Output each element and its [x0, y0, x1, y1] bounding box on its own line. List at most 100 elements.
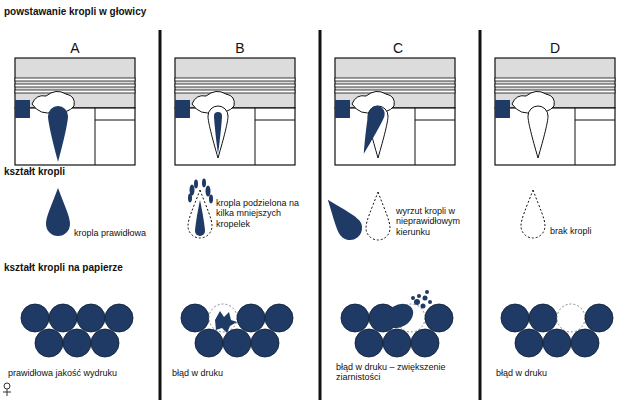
drop-caption: brak kropli [550, 226, 630, 236]
misplaced-dot [381, 299, 418, 333]
drop-shape-split [195, 200, 205, 236]
corner-icon [4, 383, 10, 389]
printhead-layer [495, 90, 615, 93]
ink-speck [411, 296, 415, 300]
droplet [202, 179, 206, 188]
print-dots [501, 304, 613, 357]
drop-shape-outline [521, 190, 545, 238]
printhead-layer [175, 84, 295, 87]
ink-dot [411, 329, 439, 357]
ink-dot [425, 304, 453, 332]
print-caption: błąd w druku [172, 368, 312, 378]
printhead [335, 58, 455, 165]
droplet [188, 194, 192, 203]
row-heading: kształt kropli na papierze [4, 262, 254, 274]
droplet [209, 195, 213, 204]
print-dots [181, 304, 293, 357]
print-caption: błąd w druku [496, 368, 636, 378]
ink-speck [417, 294, 421, 298]
printhead-body [495, 58, 615, 108]
printhead-layer [335, 84, 455, 87]
nozzle-plate [15, 108, 135, 165]
ink-dot [251, 329, 279, 357]
ink-dot [501, 304, 529, 332]
drop-caption: kropla prawidłowa [74, 228, 158, 238]
printhead [495, 58, 615, 165]
printhead-body [175, 58, 295, 108]
ink-dot [91, 329, 119, 357]
nozzle-plate-edge [255, 120, 295, 121]
column-letter: A [65, 40, 85, 56]
printhead-layer [175, 78, 295, 81]
column-letter: B [230, 40, 250, 56]
column-separator [319, 30, 322, 400]
nozzle-plate [175, 108, 295, 165]
ink-dot [49, 304, 77, 332]
droplet [194, 180, 198, 189]
ink-dot [585, 304, 613, 332]
corner-icon [3, 392, 11, 393]
ink-dot [571, 329, 599, 357]
heater [335, 100, 350, 118]
ink-dot [341, 304, 369, 332]
ink-dot [63, 329, 91, 357]
printhead-layer [175, 90, 295, 93]
nozzle-plate-edge [415, 108, 416, 165]
ink-speck [414, 299, 420, 305]
missing-dot [209, 304, 237, 332]
printhead-layer [335, 78, 455, 81]
ink-dot [181, 304, 209, 332]
nozzle-plate-edge [575, 120, 615, 121]
ink-splinter [215, 311, 237, 333]
printhead-layer [15, 90, 135, 93]
ink-drop-skewed [356, 104, 387, 156]
column-separator [159, 30, 162, 400]
ink-dot [35, 329, 63, 357]
nozzle-plate [335, 108, 455, 165]
ink-drop-outline [528, 106, 548, 158]
printhead [15, 58, 135, 165]
heater [175, 100, 190, 118]
ink-drop-outline [208, 106, 228, 158]
drop-shape-outline [188, 190, 212, 238]
ink-dot [237, 304, 265, 332]
row-heading: powstawanie kropli w głowicy [4, 6, 304, 18]
drop-shape-skewed [318, 192, 366, 245]
nozzle-plate-edge [415, 120, 455, 121]
ink-dot [543, 329, 571, 357]
ink-drop [48, 106, 68, 162]
heater [15, 100, 30, 118]
nozzle-plate-edge [95, 120, 135, 121]
ink-speck [421, 304, 426, 309]
printhead-layer [495, 84, 615, 87]
nozzle-plate-edge [95, 108, 96, 165]
ink-dot [355, 329, 383, 357]
missing-dot [557, 304, 585, 332]
printhead-layer [15, 78, 135, 81]
ink-dot [383, 329, 411, 357]
ink-dot [195, 329, 223, 357]
printhead-layer [15, 84, 135, 87]
ink-dot [77, 304, 105, 332]
printhead-body [15, 58, 135, 108]
print-caption: błąd w druku – zwiększenie ziarnistości [336, 362, 476, 383]
ink-dot [223, 329, 251, 357]
droplet [206, 186, 211, 197]
ink-speck [428, 300, 432, 304]
printhead [175, 58, 295, 165]
column-separator [479, 30, 482, 400]
printhead-body [335, 58, 455, 108]
print-dots [341, 290, 453, 357]
ink-dot [21, 304, 49, 332]
drop-caption: wyrzut kropli w nieprawidłowym kierunku [396, 206, 480, 237]
drop-caption: kropla podzielona na kilka mniejszych kr… [216, 198, 316, 229]
print-caption: prawidłowa jakość wydruku [8, 368, 156, 378]
row-heading: kształt kropli [4, 166, 204, 178]
heater [495, 100, 510, 118]
ink-speck [423, 296, 428, 301]
ink-dot [515, 329, 543, 357]
print-dots [21, 304, 133, 357]
nozzle-plate-edge [575, 108, 576, 165]
